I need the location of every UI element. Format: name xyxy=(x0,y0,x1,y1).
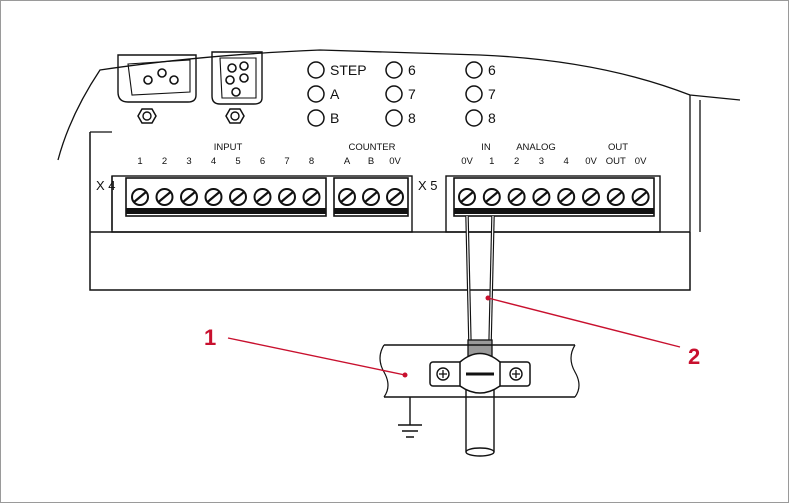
x4-input-screw xyxy=(204,188,223,206)
led-label-8a: 8 xyxy=(408,110,416,126)
x4-input-screw xyxy=(131,188,149,206)
led-8b xyxy=(465,109,483,127)
mounting-nut-right xyxy=(225,108,245,124)
x4-counter-screw xyxy=(386,188,404,206)
x4-input-pin-label: 6 xyxy=(260,156,265,167)
led-label-7b: 7 xyxy=(488,86,496,102)
x4-input-title: INPUT xyxy=(214,142,243,153)
x4-input-screw xyxy=(278,188,296,206)
connector-x5: X 5 IN ANALOG OUT 0V 1 2 3 4 0V OUT 0V xyxy=(418,142,661,233)
x5-pin-label: 4 xyxy=(564,156,569,167)
x5-screw xyxy=(606,188,625,206)
x4-input-pin-label: 2 xyxy=(162,156,167,167)
callout-1-leader xyxy=(227,337,406,376)
x5-pin-label: 0V xyxy=(585,156,597,167)
x4-input-pin-label: 1 xyxy=(137,156,142,167)
signal-cable xyxy=(465,215,495,457)
callout-1: 1 xyxy=(204,325,408,378)
x5-analog-title: ANALOG xyxy=(516,142,556,153)
led-label-7a: 7 xyxy=(408,86,416,102)
x4-counter-screw xyxy=(338,188,356,206)
x4-input-pin-label: 8 xyxy=(309,156,314,167)
x5-screw xyxy=(507,188,526,206)
sub-d-connector-right xyxy=(211,51,263,105)
x4-input-pin-label: 4 xyxy=(211,156,216,167)
led-7a xyxy=(385,85,403,103)
x4-counter-title: COUNTER xyxy=(349,142,396,153)
x5-screw xyxy=(458,188,476,206)
callout-1-number: 1 xyxy=(204,325,216,350)
led-label-6a: 6 xyxy=(408,62,416,78)
x5-out-title: OUT xyxy=(608,142,628,153)
x5-pin-label: 0V xyxy=(461,156,473,167)
sub-d-connector-left xyxy=(117,54,197,103)
x4-counter-pin-label: 0V xyxy=(389,156,401,167)
x4-label: X 4 xyxy=(96,178,116,193)
x5-screw xyxy=(557,188,576,206)
led-label-6b: 6 xyxy=(488,62,496,78)
callout-2: 2 xyxy=(485,295,700,369)
x5-in-title: IN xyxy=(481,142,491,153)
x4-input-screw xyxy=(180,188,198,206)
callout-2-leader xyxy=(487,297,681,348)
mounting-nut-left xyxy=(137,108,157,124)
device-right-edge xyxy=(689,95,701,232)
x5-pin-label: OUT xyxy=(606,156,626,167)
x4-counter-pin-label: B xyxy=(368,156,374,167)
x4-input-screw xyxy=(229,188,247,206)
x5-screw xyxy=(631,188,650,206)
led-6b xyxy=(465,61,483,79)
shield-rail xyxy=(379,344,580,438)
led-a xyxy=(307,85,325,103)
connector-x4: X 4 INPUT COUNTER 1 2 3 4 5 6 7 8 A B 0V xyxy=(96,142,413,233)
x5-pin-label: 3 xyxy=(539,156,544,167)
x5-pin-label: 2 xyxy=(514,156,519,167)
led-label-b: B xyxy=(330,110,339,126)
x4-input-screw xyxy=(302,188,321,206)
shield-clamp xyxy=(429,352,531,394)
led-label-8b: 8 xyxy=(488,110,496,126)
x5-screw xyxy=(532,188,551,206)
callout-2-number: 2 xyxy=(688,344,700,369)
led-b xyxy=(307,109,325,127)
led-7b xyxy=(465,85,483,103)
x4-input-screw xyxy=(253,188,272,206)
led-6a xyxy=(385,61,403,79)
led-label-a: A xyxy=(330,86,340,102)
x4-input-screw xyxy=(155,188,174,206)
x5-pin-label: 1 xyxy=(489,156,494,167)
x5-pin-label: 0V xyxy=(635,156,647,167)
x5-label: X 5 xyxy=(418,178,438,193)
led-indicators: STEP A B 6 7 8 6 7 8 xyxy=(307,61,496,127)
x5-screw xyxy=(582,188,600,206)
led-label-step: STEP xyxy=(330,62,367,78)
x5-screw xyxy=(482,188,501,206)
x4-input-pin-label: 5 xyxy=(235,156,240,167)
led-step xyxy=(307,61,325,79)
x4-counter-pin-label: A xyxy=(344,156,351,167)
x4-input-pin-label: 7 xyxy=(284,156,289,167)
x4-counter-screw xyxy=(362,188,380,206)
device-housing-outline xyxy=(57,49,741,161)
led-8a xyxy=(385,109,403,127)
x4-input-pin-label: 3 xyxy=(186,156,191,167)
